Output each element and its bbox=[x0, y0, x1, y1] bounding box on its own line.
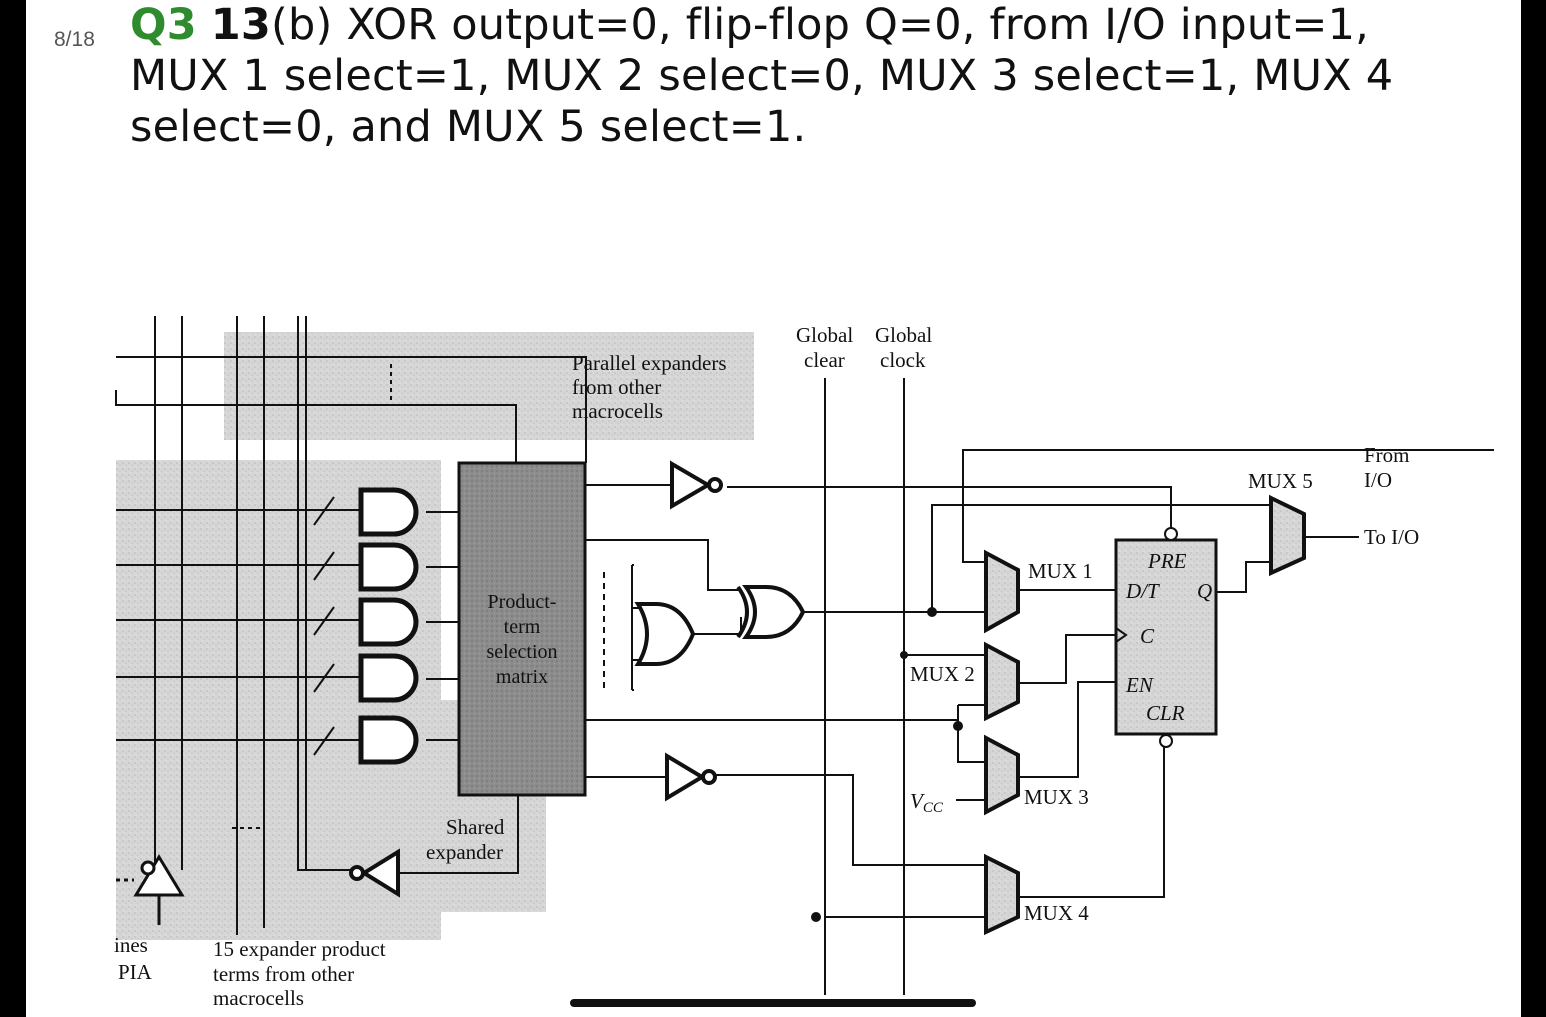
mux-5-shape bbox=[1269, 494, 1306, 577]
matrix-label-3: selection bbox=[486, 641, 557, 663]
mux-1-shape bbox=[984, 549, 1020, 634]
mux5-label: MUX 5 bbox=[1248, 469, 1313, 493]
ff-pre-label: PRE bbox=[1147, 549, 1187, 573]
ff-dt-label: D/T bbox=[1125, 579, 1160, 603]
pia-buffer bbox=[116, 854, 185, 925]
question-number: 13 bbox=[210, 0, 271, 50]
pia-label-2: PIA bbox=[118, 960, 153, 984]
vcc-sub: CC bbox=[923, 800, 944, 816]
from-io-label-1: From bbox=[1364, 443, 1410, 467]
global-clock-label-1: Global bbox=[875, 323, 932, 347]
macrocell-diagram: Product- term selection matrix bbox=[114, 316, 1494, 1010]
question-label: Q3 bbox=[130, 0, 197, 50]
global-clear-label-1: Global bbox=[796, 323, 853, 347]
matrix-label-2: term bbox=[504, 616, 541, 638]
mux-2-shape bbox=[984, 641, 1020, 722]
mux2-label: MUX 2 bbox=[910, 662, 975, 686]
mux3-label: MUX 3 bbox=[1024, 785, 1089, 809]
ff-q-label: Q bbox=[1197, 579, 1212, 603]
document-page: 8/18 Q3 13(b) XOR output=0, flip-flop Q=… bbox=[26, 0, 1521, 1017]
pia-label-1: ines bbox=[114, 933, 148, 957]
shared-expander-label-2: expander bbox=[426, 840, 503, 864]
vcc-label: VCC bbox=[910, 789, 944, 816]
ff-c-label: C bbox=[1140, 624, 1155, 648]
shared-expander-inverter bbox=[349, 848, 400, 898]
mux-4-shape bbox=[984, 853, 1020, 936]
global-clear-label-2: clear bbox=[804, 348, 845, 372]
global-clock-label-2: clock bbox=[880, 348, 926, 372]
parallel-expanders-label-1: Parallel expanders bbox=[572, 351, 727, 375]
flip-flop bbox=[1114, 538, 1218, 736]
matrix-label-4: matrix bbox=[496, 666, 548, 688]
question-body: (b) XOR output=0, flip-flop Q=0, from I/… bbox=[130, 0, 1394, 152]
ff-en-label: EN bbox=[1125, 673, 1154, 697]
page-counter: 8/18 bbox=[54, 28, 95, 51]
top-inverter bbox=[670, 460, 712, 510]
question-text: Q3 13(b) XOR output=0, flip-flop Q=0, fr… bbox=[130, 0, 1470, 153]
from-io-label-2: I/O bbox=[1364, 468, 1392, 492]
home-indicator[interactable] bbox=[570, 999, 976, 1007]
expander-terms-label-2: terms from other bbox=[213, 962, 354, 986]
parallel-expanders-label-2: from other bbox=[572, 375, 661, 399]
or-gate bbox=[634, 602, 696, 666]
parallel-expanders-label-3: macrocells bbox=[572, 399, 663, 423]
vcc-main: V bbox=[910, 789, 925, 813]
mux-3-shape bbox=[984, 734, 1020, 816]
matrix-label-1: Product- bbox=[488, 591, 557, 613]
ff-clr-label: CLR bbox=[1146, 701, 1185, 725]
mux4-label: MUX 4 bbox=[1024, 901, 1089, 925]
mux1-label: MUX 1 bbox=[1028, 559, 1093, 583]
parallel-expander-shade bbox=[224, 332, 754, 440]
shared-expander-label-1: Shared bbox=[446, 815, 505, 839]
product-term-matrix bbox=[457, 461, 587, 797]
bottom-inverter bbox=[665, 752, 706, 802]
xor-gate bbox=[736, 585, 806, 639]
expander-terms-label-3: macrocells bbox=[213, 986, 304, 1010]
to-io-label: To I/O bbox=[1364, 525, 1419, 549]
expander-terms-label-1: 15 expander product bbox=[213, 937, 386, 961]
